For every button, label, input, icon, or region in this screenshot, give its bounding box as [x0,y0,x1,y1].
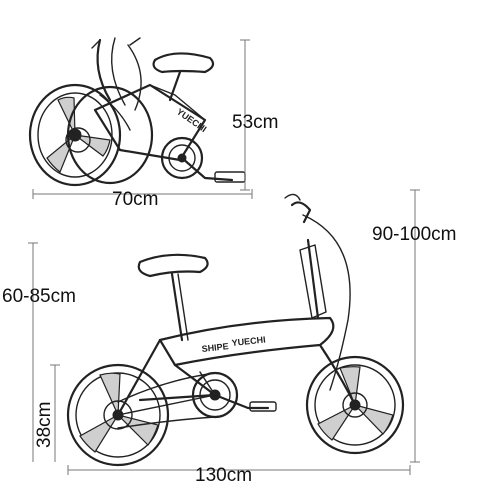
wheel-height-label: 38cm [34,402,55,448]
folded-brake-disc [65,127,91,153]
frame: YUECHI SHIPE [116,316,335,417]
chainring [191,371,277,419]
brand-small-text: SHIPE [201,341,229,354]
saddle [137,253,209,342]
folded-length-dimension: 70cm [32,189,253,210]
unfolded-bike: YUECHI SHIPE [66,193,405,467]
saddle-height-label: 60-85cm [2,286,76,307]
saddle-height-dimension: 60-85cm [2,242,76,462]
folded-bike: YUECHI [28,37,246,187]
folded-chainring [160,136,246,183]
rear-wheel [66,363,170,467]
folded-height-dimension: 53cm [232,39,278,191]
total-length-label: 130cm [195,465,252,486]
folded-handlebar [91,37,142,111]
chain [117,372,216,429]
brand-text: YUECHI [231,334,266,348]
total-length-dimension: 130cm [67,465,411,486]
folded-height-label: 53cm [232,112,278,133]
folded-length-label: 70cm [112,189,158,210]
fork-and-stem [284,193,357,407]
wheel-height-dimension: 38cm [34,364,60,462]
handlebar-height-label: 90-100cm [372,224,457,245]
handlebar-height-dimension: 90-100cm [372,189,457,463]
front-wheel [305,355,405,455]
folded-front-wheel [66,85,154,185]
folded-saddle [152,52,215,102]
